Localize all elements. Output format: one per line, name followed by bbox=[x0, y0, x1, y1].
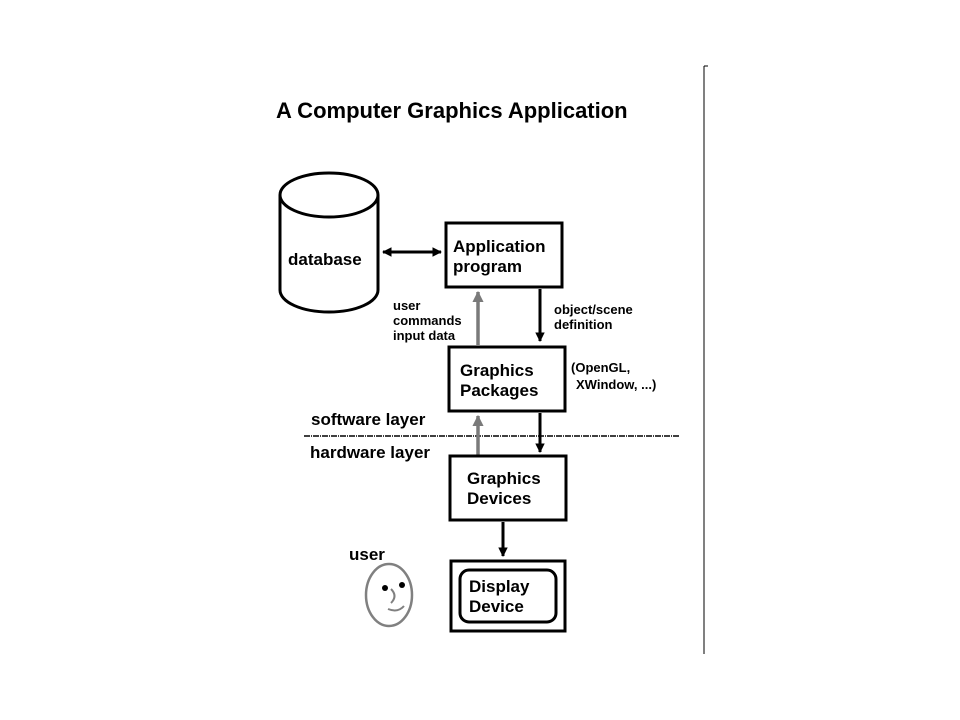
user-label: user bbox=[349, 545, 385, 564]
object-scene-label-line1: object/scene bbox=[554, 302, 633, 317]
database-label: database bbox=[288, 250, 362, 269]
graphics-packages-box: Graphics Packages bbox=[447, 345, 567, 413]
user-commands-label-line3: input data bbox=[393, 328, 456, 343]
application-label-line1: Application bbox=[453, 237, 546, 256]
object-scene-label-line2: definition bbox=[554, 317, 613, 332]
display-device-label-line1: Display bbox=[469, 577, 530, 596]
apis-label-line2: XWindow, ...) bbox=[576, 377, 656, 392]
application-program-box: Application program bbox=[444, 221, 564, 289]
user-commands-label-line1: user bbox=[393, 298, 420, 313]
software-layer-label: software layer bbox=[311, 410, 426, 429]
display-device-box: Display Device bbox=[449, 559, 567, 633]
hardware-layer-label: hardware layer bbox=[310, 443, 430, 462]
graphics-devices-label-line2: Devices bbox=[467, 489, 531, 508]
graphics-packages-label-line2: Packages bbox=[460, 381, 538, 400]
graphics-packages-label-line1: Graphics bbox=[460, 361, 534, 380]
database-cylinder: database bbox=[278, 171, 380, 314]
user-face-icon bbox=[364, 562, 414, 628]
graphics-devices-box: Graphics Devices bbox=[448, 454, 568, 522]
display-device-label-line2: Device bbox=[469, 597, 524, 616]
graphics-devices-label-line1: Graphics bbox=[467, 469, 541, 488]
apis-label-line1: (OpenGL, bbox=[571, 360, 630, 375]
user-commands-label-line2: commands bbox=[393, 313, 462, 328]
application-label-line2: program bbox=[453, 257, 522, 276]
diagram-title: A Computer Graphics Application bbox=[276, 98, 628, 123]
